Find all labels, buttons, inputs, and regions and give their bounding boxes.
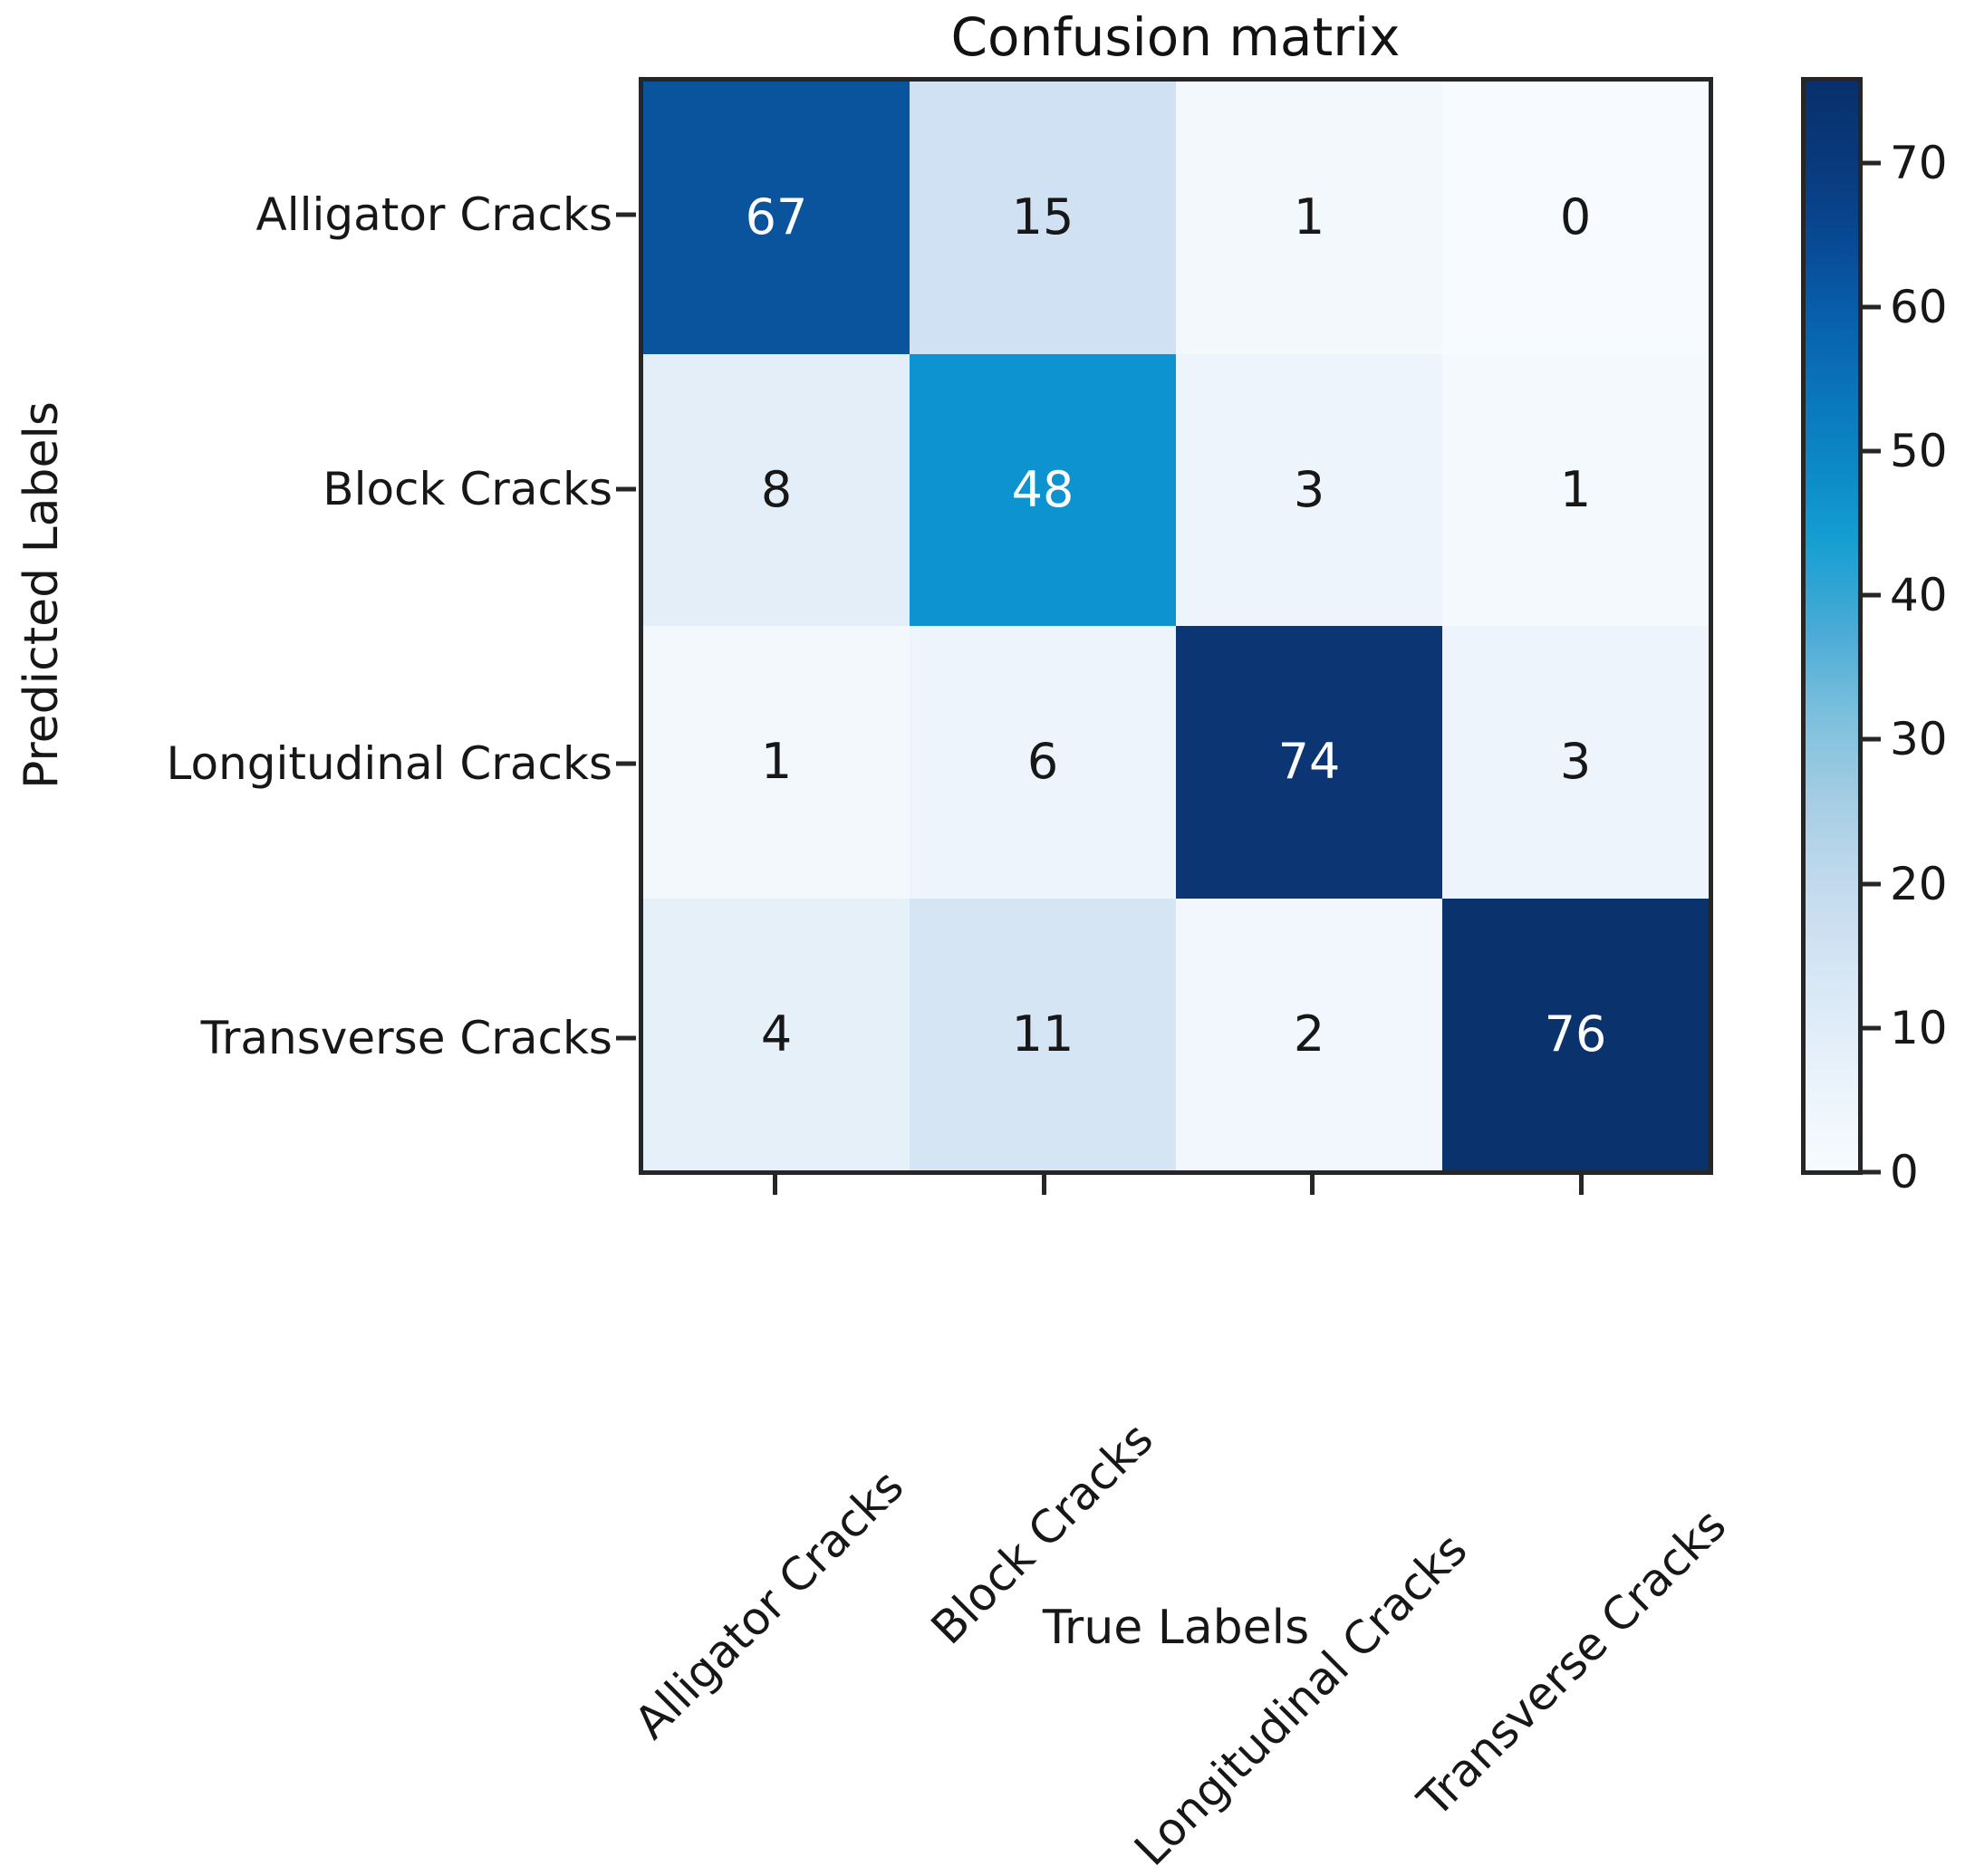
colorbar-tick-label-3: 30 (1890, 713, 1948, 765)
x-axis-title: True Labels (1042, 1601, 1310, 1655)
heatmap-cell[interactable]: 1 (643, 626, 910, 899)
heatmap-cell[interactable]: 8 (643, 353, 910, 626)
y-tick-label-1: Block Cracks (323, 463, 612, 515)
cell-value: 0 (1559, 188, 1592, 246)
heatmap-cell[interactable]: 15 (910, 82, 1176, 354)
heatmap-cell[interactable]: 3 (1176, 353, 1442, 626)
y-tick-mark-3 (616, 1035, 636, 1041)
cell-value: 8 (760, 460, 793, 518)
colorbar-tick-mark-3 (1863, 736, 1881, 742)
heatmap-cell[interactable]: 4 (643, 898, 910, 1170)
cell-value: 74 (1277, 733, 1341, 791)
x-tick-mark-0 (773, 1175, 777, 1195)
y-axis-ticks: Alligator Cracks Block Cracks Longitudin… (0, 0, 636, 1694)
heatmap-cell[interactable]: 3 (1442, 626, 1709, 899)
cell-value: 6 (1026, 733, 1059, 791)
y-tick-mark-1 (616, 486, 636, 492)
heatmap-cell[interactable]: 74 (1176, 626, 1442, 899)
x-tick-label-text: Longitudinal Cracks (1124, 1523, 1478, 1876)
colorbar-tick-mark-6 (1863, 304, 1881, 310)
page-title: Confusion matrix (950, 6, 1401, 68)
cell-value: 11 (1011, 1005, 1074, 1063)
y-tick-label-2: Longitudinal Cracks (166, 737, 612, 790)
cell-value: 48 (1011, 460, 1074, 518)
cell-value: 1 (1293, 188, 1325, 246)
heatmap-cell[interactable]: 0 (1442, 82, 1709, 354)
colorbar-tick-mark-4 (1863, 592, 1881, 598)
colorbar-tick-label-4: 40 (1890, 569, 1948, 621)
colorbar-tick-mark-1 (1863, 1025, 1881, 1031)
colorbar-tick-label-7: 70 (1890, 137, 1948, 189)
cell-value: 4 (760, 1005, 793, 1063)
colorbar-tick-mark-5 (1863, 448, 1881, 454)
heatmap-cell[interactable]: 1 (1176, 82, 1442, 354)
cell-value: 15 (1011, 188, 1074, 246)
cell-value: 3 (1559, 733, 1592, 791)
x-tick-mark-3 (1579, 1175, 1584, 1195)
cell-value: 2 (1293, 1005, 1325, 1063)
cell-value: 1 (760, 733, 793, 791)
x-tick-mark-1 (1042, 1175, 1046, 1195)
cell-value: 3 (1293, 460, 1325, 518)
colorbar-tick-label-5: 50 (1890, 425, 1948, 477)
colorbar-tick-mark-0 (1863, 1169, 1881, 1175)
colorbar-tick-label-2: 20 (1890, 858, 1948, 910)
heatmap-grid: 67 15 1 0 8 48 3 1 1 6 74 3 4 11 2 76 (643, 82, 1709, 1170)
y-tick-label-3: Transverse Cracks (200, 1012, 612, 1064)
heatmap-cell[interactable]: 2 (1176, 898, 1442, 1170)
colorbar-tick-mark-7 (1863, 160, 1881, 166)
heatmap-cell[interactable]: 48 (910, 353, 1176, 626)
colorbar-gradient (1806, 82, 1858, 1170)
colorbar[interactable] (1801, 77, 1863, 1175)
heatmap-cell[interactable]: 76 (1442, 898, 1709, 1170)
y-tick-label-0: Alligator Cracks (255, 188, 612, 241)
colorbar-tick-label-0: 0 (1890, 1146, 1919, 1198)
heatmap-plot-area: 67 15 1 0 8 48 3 1 1 6 74 3 4 11 2 76 (639, 77, 1713, 1175)
colorbar-tick-label-1: 10 (1890, 1002, 1948, 1054)
heatmap-cell[interactable]: 1 (1442, 353, 1709, 626)
heatmap-cell[interactable]: 67 (643, 82, 910, 354)
y-tick-mark-2 (616, 761, 636, 766)
colorbar-tick-label-6: 60 (1890, 281, 1948, 333)
cell-value: 76 (1544, 1005, 1607, 1063)
heatmap-cell[interactable]: 6 (910, 626, 1176, 899)
x-tick-mark-2 (1310, 1175, 1315, 1195)
y-tick-mark-0 (616, 212, 636, 217)
cell-value: 67 (745, 188, 808, 246)
cell-value: 1 (1559, 460, 1592, 518)
heatmap-cell[interactable]: 11 (910, 898, 1176, 1170)
colorbar-tick-mark-2 (1863, 881, 1881, 887)
